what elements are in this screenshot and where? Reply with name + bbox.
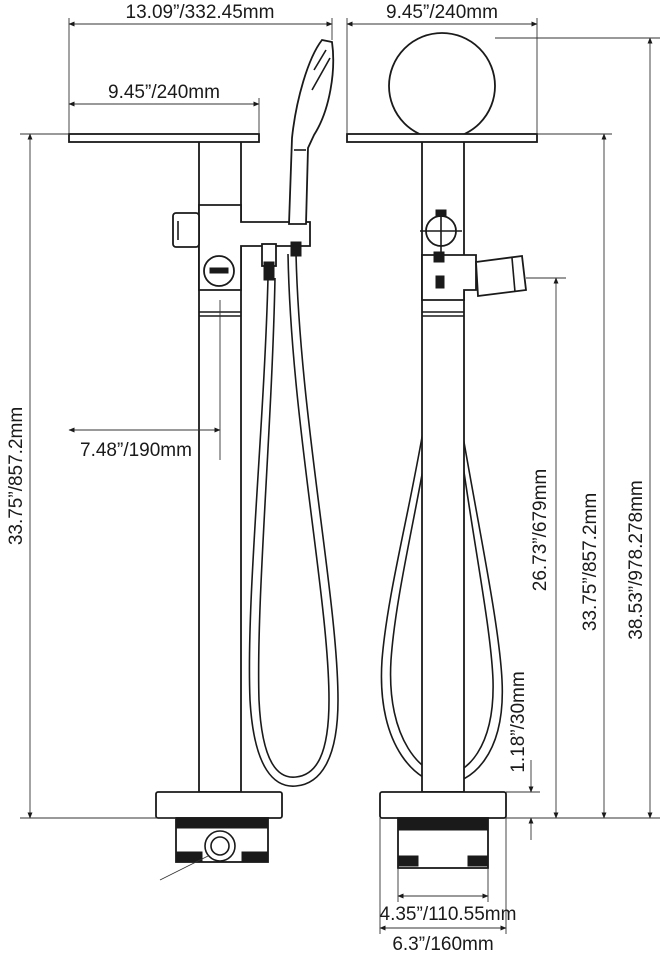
front-total-width-label: 13.09”/332.45mm	[126, 2, 275, 23]
front-base	[155, 791, 283, 819]
side-hose-outlet-height-label: 26.73”/679mm	[530, 469, 551, 592]
side-dimensions: 9.45”/240mm 26.73”/679mm 33.75”/857.2mm …	[346, 2, 660, 955]
front-hand-shower	[288, 39, 335, 225]
side-base-width-label: 6.3”/160mm	[392, 934, 493, 955]
front-total-height-label: 33.75”/857.2mm	[6, 407, 27, 545]
side-base	[379, 791, 507, 819]
side-total-height-label: 33.75”/857.2mm	[580, 493, 601, 631]
front-plate-width-label: 9.45”/240mm	[108, 82, 220, 103]
front-inlet-port	[204, 830, 236, 862]
front-spout-reach-label: 7.48”/190mm	[80, 440, 192, 461]
front-hose	[248, 253, 339, 787]
front-spout-plate	[68, 133, 260, 143]
side-overall-height-label: 38.53”/978.278mm	[626, 480, 647, 640]
side-view	[346, 32, 538, 869]
front-left-knob	[172, 212, 200, 248]
front-dimensions: 13.09”/332.45mm 9.45”/240mm 7.48”/190mm …	[6, 2, 333, 819]
side-valve-body	[421, 254, 477, 301]
side-inner-base-width-label: 4.35”/110.55mm	[380, 904, 517, 925]
side-hose-outlet	[475, 254, 527, 298]
side-hand-shower-head	[388, 32, 496, 140]
side-spout-plate	[346, 133, 538, 143]
side-base-thickness-label: 1.18”/30mm	[508, 671, 529, 772]
front-view	[68, 39, 339, 881]
side-plate-width-label: 9.45”/240mm	[386, 2, 498, 23]
